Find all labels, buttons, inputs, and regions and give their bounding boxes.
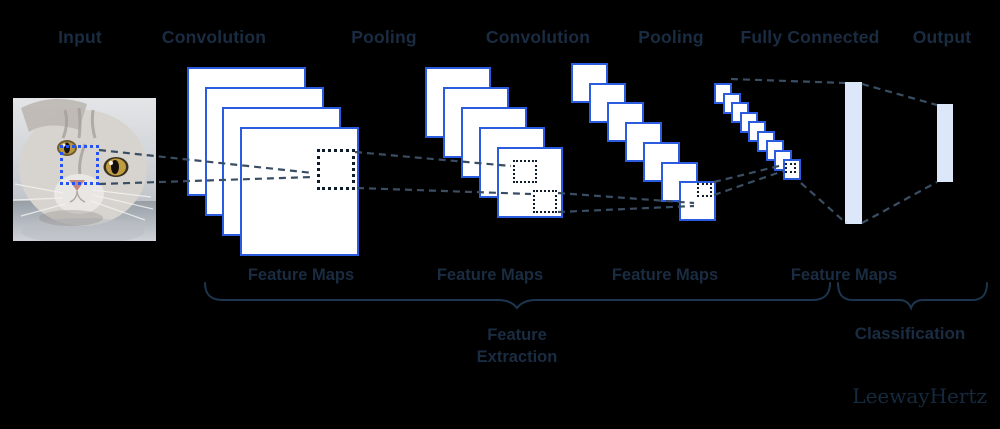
layer-label-pooling: Pooling <box>638 27 704 47</box>
feature-maps-label: Feature Maps <box>436 266 544 284</box>
layer-label-convolution: Convolution <box>161 27 267 47</box>
cat-ear <box>21 98 87 132</box>
output-bar <box>937 104 953 182</box>
dashed-connection-line <box>713 163 784 184</box>
cat-fur-stripes <box>61 107 97 175</box>
cat-reflection <box>21 218 145 241</box>
layer-label-output: Output <box>912 27 972 47</box>
dashed-connection-line <box>800 182 847 224</box>
conv2-kernel-window <box>697 183 712 197</box>
feature-maps-label: Feature Maps <box>611 266 719 284</box>
cat-right-glint <box>109 161 113 165</box>
feature-maps-label: Feature Maps <box>790 266 898 284</box>
classification-brace <box>837 282 988 311</box>
layer-label-fully-connected: Fully Connected <box>740 27 880 47</box>
feature-extraction-label-line1: Feature <box>487 326 547 344</box>
conv1-feature-map <box>239 127 359 256</box>
feature-extraction-label-line2: Extraction <box>476 348 558 366</box>
dashed-connection-line <box>861 82 938 107</box>
conv1-kernel-window <box>317 149 355 190</box>
pool2-kernel-window <box>785 163 796 173</box>
layer-label-input: Input <box>58 27 102 47</box>
pool1-kernel-window-a <box>513 160 537 183</box>
dashed-connection-line <box>713 169 784 197</box>
input-patch-box <box>60 145 99 185</box>
cat-whiskers <box>13 183 154 221</box>
cat-shadow <box>39 210 103 226</box>
leewayhertz-logo: LeewayHertz <box>852 384 987 408</box>
layer-label-convolution: Convolution <box>485 27 591 47</box>
cat-head <box>19 110 147 226</box>
feature-maps-label: Feature Maps <box>247 266 355 284</box>
cat-mouth <box>69 190 86 203</box>
dashed-connection-line <box>730 77 846 85</box>
classification-label: Classification <box>854 324 966 343</box>
layer-label-pooling: Pooling <box>351 27 417 47</box>
fully-connected-bar <box>845 82 862 224</box>
pool1-kernel-window-b <box>533 190 557 213</box>
feature-extraction-brace <box>204 282 831 310</box>
dashed-connection-line <box>557 204 695 214</box>
dashed-connection-line <box>861 181 938 224</box>
